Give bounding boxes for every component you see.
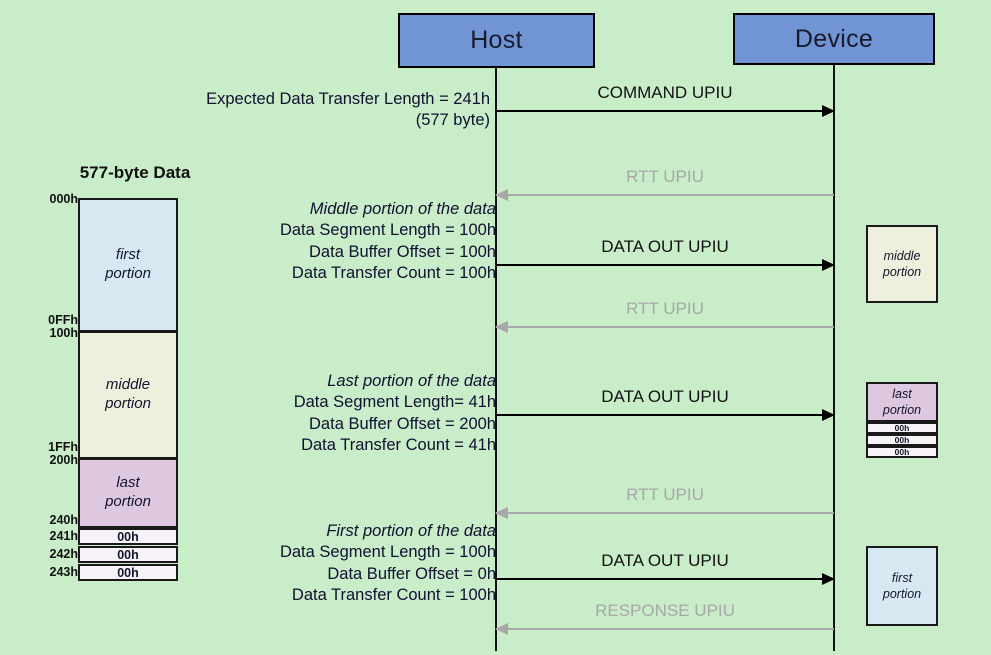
message-line — [496, 194, 834, 196]
buffer-segment-middle: middle portion — [78, 331, 178, 459]
note-line: (577 byte) — [415, 111, 490, 130]
buffer-address-100h: 100h — [49, 326, 79, 340]
message-label: DATA OUT UPIU — [601, 551, 729, 570]
buffer-pad-row: 00h — [78, 546, 178, 563]
message-label: RESPONSE UPIU — [595, 601, 735, 620]
note-line: Data Buffer Offset = 200h — [309, 414, 496, 433]
arrowhead-right-icon — [822, 259, 835, 271]
device-chunk-pad-row: 00h — [866, 446, 938, 458]
buffer-segment-label: portion — [105, 265, 151, 282]
note-expected-transfer-length: Expected Data Transfer Length = 241h (57… — [150, 89, 490, 132]
buffer-title: 577-byte Data — [79, 163, 191, 182]
buffer-segment-label: middle — [105, 376, 151, 394]
message-line — [496, 414, 834, 416]
actor-host-label: Host — [470, 26, 523, 54]
note-line: Data Segment Length= 41h — [293, 393, 496, 412]
message-label: DATA OUT UPIU — [601, 237, 729, 256]
buffer-segment-last: last portion — [78, 458, 178, 528]
note-line: Data Transfer Count = 100h — [291, 586, 496, 605]
actor-device-label: Device — [794, 24, 874, 53]
buffer-address-240h: 240h — [49, 513, 79, 527]
note-line: Data Transfer Count = 41h — [301, 436, 496, 455]
note-line: Data Buffer Offset = 0h — [327, 564, 496, 583]
buffer-segment-label: portion — [105, 493, 151, 510]
message-line — [496, 512, 834, 514]
actor-host: Host — [398, 13, 595, 68]
buffer-pad-row: 00h — [78, 528, 178, 545]
buffer-address-000h: 000h — [49, 192, 79, 206]
buffer-address-1FFh: 1FFh — [48, 440, 78, 454]
note-line: Data Segment Length = 100h — [279, 543, 496, 562]
device-chunk-label: first — [891, 570, 913, 585]
message-label: COMMAND UPIU — [597, 83, 733, 102]
message-label: RTT UPIU — [626, 485, 704, 504]
device-chunk-label: middle — [883, 248, 921, 263]
lifeline-host — [495, 68, 497, 651]
note-title: Middle portion of the data — [309, 200, 496, 218]
note-first-portion: First portion of the data Data Segment L… — [160, 521, 496, 607]
message-line — [496, 110, 834, 112]
arrowhead-right-icon — [822, 573, 835, 585]
note-middle-portion: Middle portion of the data Data Segment … — [160, 199, 496, 285]
device-chunk-label: portion — [882, 265, 922, 279]
message-line — [496, 264, 834, 266]
note-title: First portion of the data — [326, 522, 496, 540]
note-last-portion: Last portion of the data Data Segment Le… — [160, 371, 496, 457]
note-line: Expected Data Transfer Length = 241h — [206, 90, 490, 108]
buffer-pad-row: 00h — [78, 564, 178, 581]
buffer-address-241h: 241h — [49, 529, 79, 543]
arrowhead-right-icon — [822, 409, 835, 421]
message-label: RTT UPIU — [626, 299, 704, 318]
buffer-address-0FFh: 0FFh — [48, 313, 78, 327]
note-title: Last portion of the data — [327, 372, 496, 390]
device-chunk-pad-row: 00h — [866, 434, 938, 446]
buffer-address-243h: 243h — [49, 565, 79, 579]
device-chunk-label: portion — [882, 587, 922, 601]
message-line — [496, 326, 834, 328]
device-chunk-first: first portion — [866, 546, 938, 626]
note-line: Data Segment Length = 100h — [279, 221, 496, 240]
actor-device: Device — [733, 13, 935, 65]
arrowhead-right-icon — [822, 105, 835, 117]
device-chunk-last: last portion — [866, 382, 938, 422]
buffer-segment-label: portion — [105, 395, 151, 412]
buffer-address-242h: 242h — [49, 547, 79, 561]
message-line — [496, 628, 834, 630]
arrowhead-left-icon — [495, 623, 508, 635]
buffer-segment-label: first — [115, 246, 141, 264]
buffer-segment-label: last — [116, 474, 140, 492]
device-chunk-label: portion — [882, 403, 922, 417]
buffer-address-200h: 200h — [49, 453, 79, 467]
device-chunk-label: last — [892, 386, 912, 401]
note-line: Data Transfer Count = 100h — [291, 264, 496, 283]
message-line — [496, 578, 834, 580]
note-line: Data Buffer Offset = 100h — [309, 242, 496, 261]
device-chunk-middle: middle portion — [866, 225, 938, 303]
device-chunk-pad-row: 00h — [866, 422, 938, 434]
arrowhead-left-icon — [495, 321, 508, 333]
lifeline-device — [833, 65, 835, 651]
message-label: DATA OUT UPIU — [601, 387, 729, 406]
message-label: RTT UPIU — [626, 167, 704, 186]
arrowhead-left-icon — [495, 189, 508, 201]
arrowhead-left-icon — [495, 507, 508, 519]
